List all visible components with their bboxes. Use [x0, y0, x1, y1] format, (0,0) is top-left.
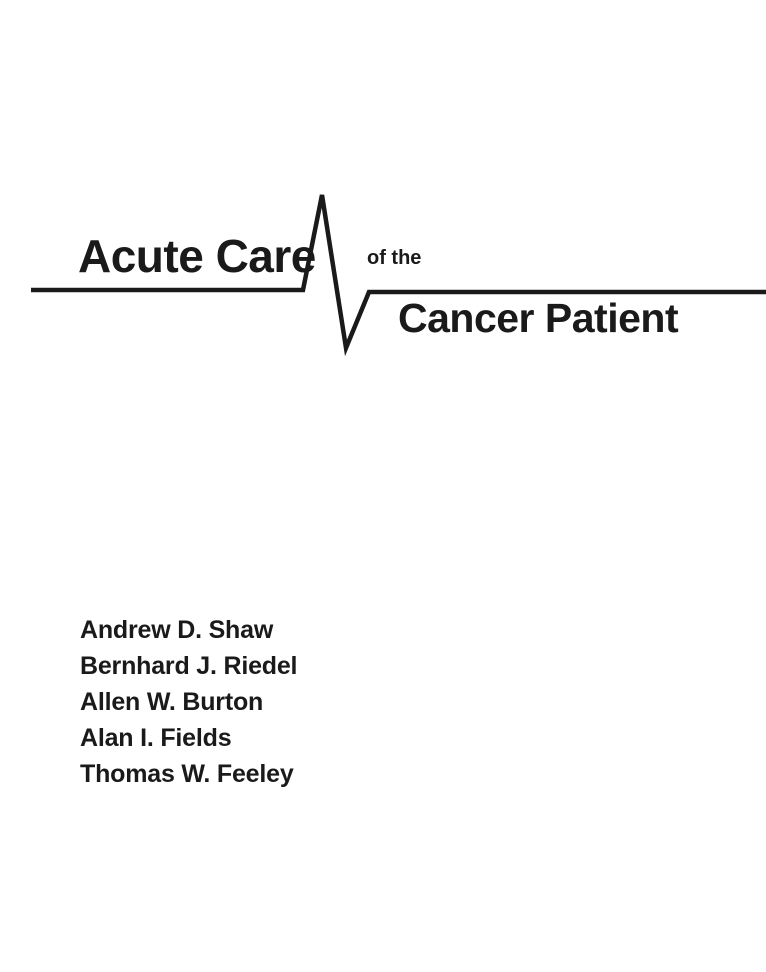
author-name: Alan I. Fields — [80, 724, 232, 752]
author-name: Allen W. Burton — [80, 688, 264, 716]
author-name: Andrew D. Shaw — [80, 616, 274, 644]
title-connector-of-the: of the — [367, 247, 422, 269]
ecg-waveform-icon — [31, 194, 766, 357]
author-name: Bernhard J. Riedel — [80, 652, 298, 680]
title-line-acute-care: Acute Care — [78, 230, 316, 282]
title-lockup: Acute Care of the Cancer Patient — [0, 180, 766, 365]
title-line-cancer-patient: Cancer Patient — [398, 295, 679, 341]
author-name: Thomas W. Feeley — [80, 760, 294, 788]
author-list: Andrew D. Shaw Bernhard J. Riedel Allen … — [80, 612, 500, 792]
